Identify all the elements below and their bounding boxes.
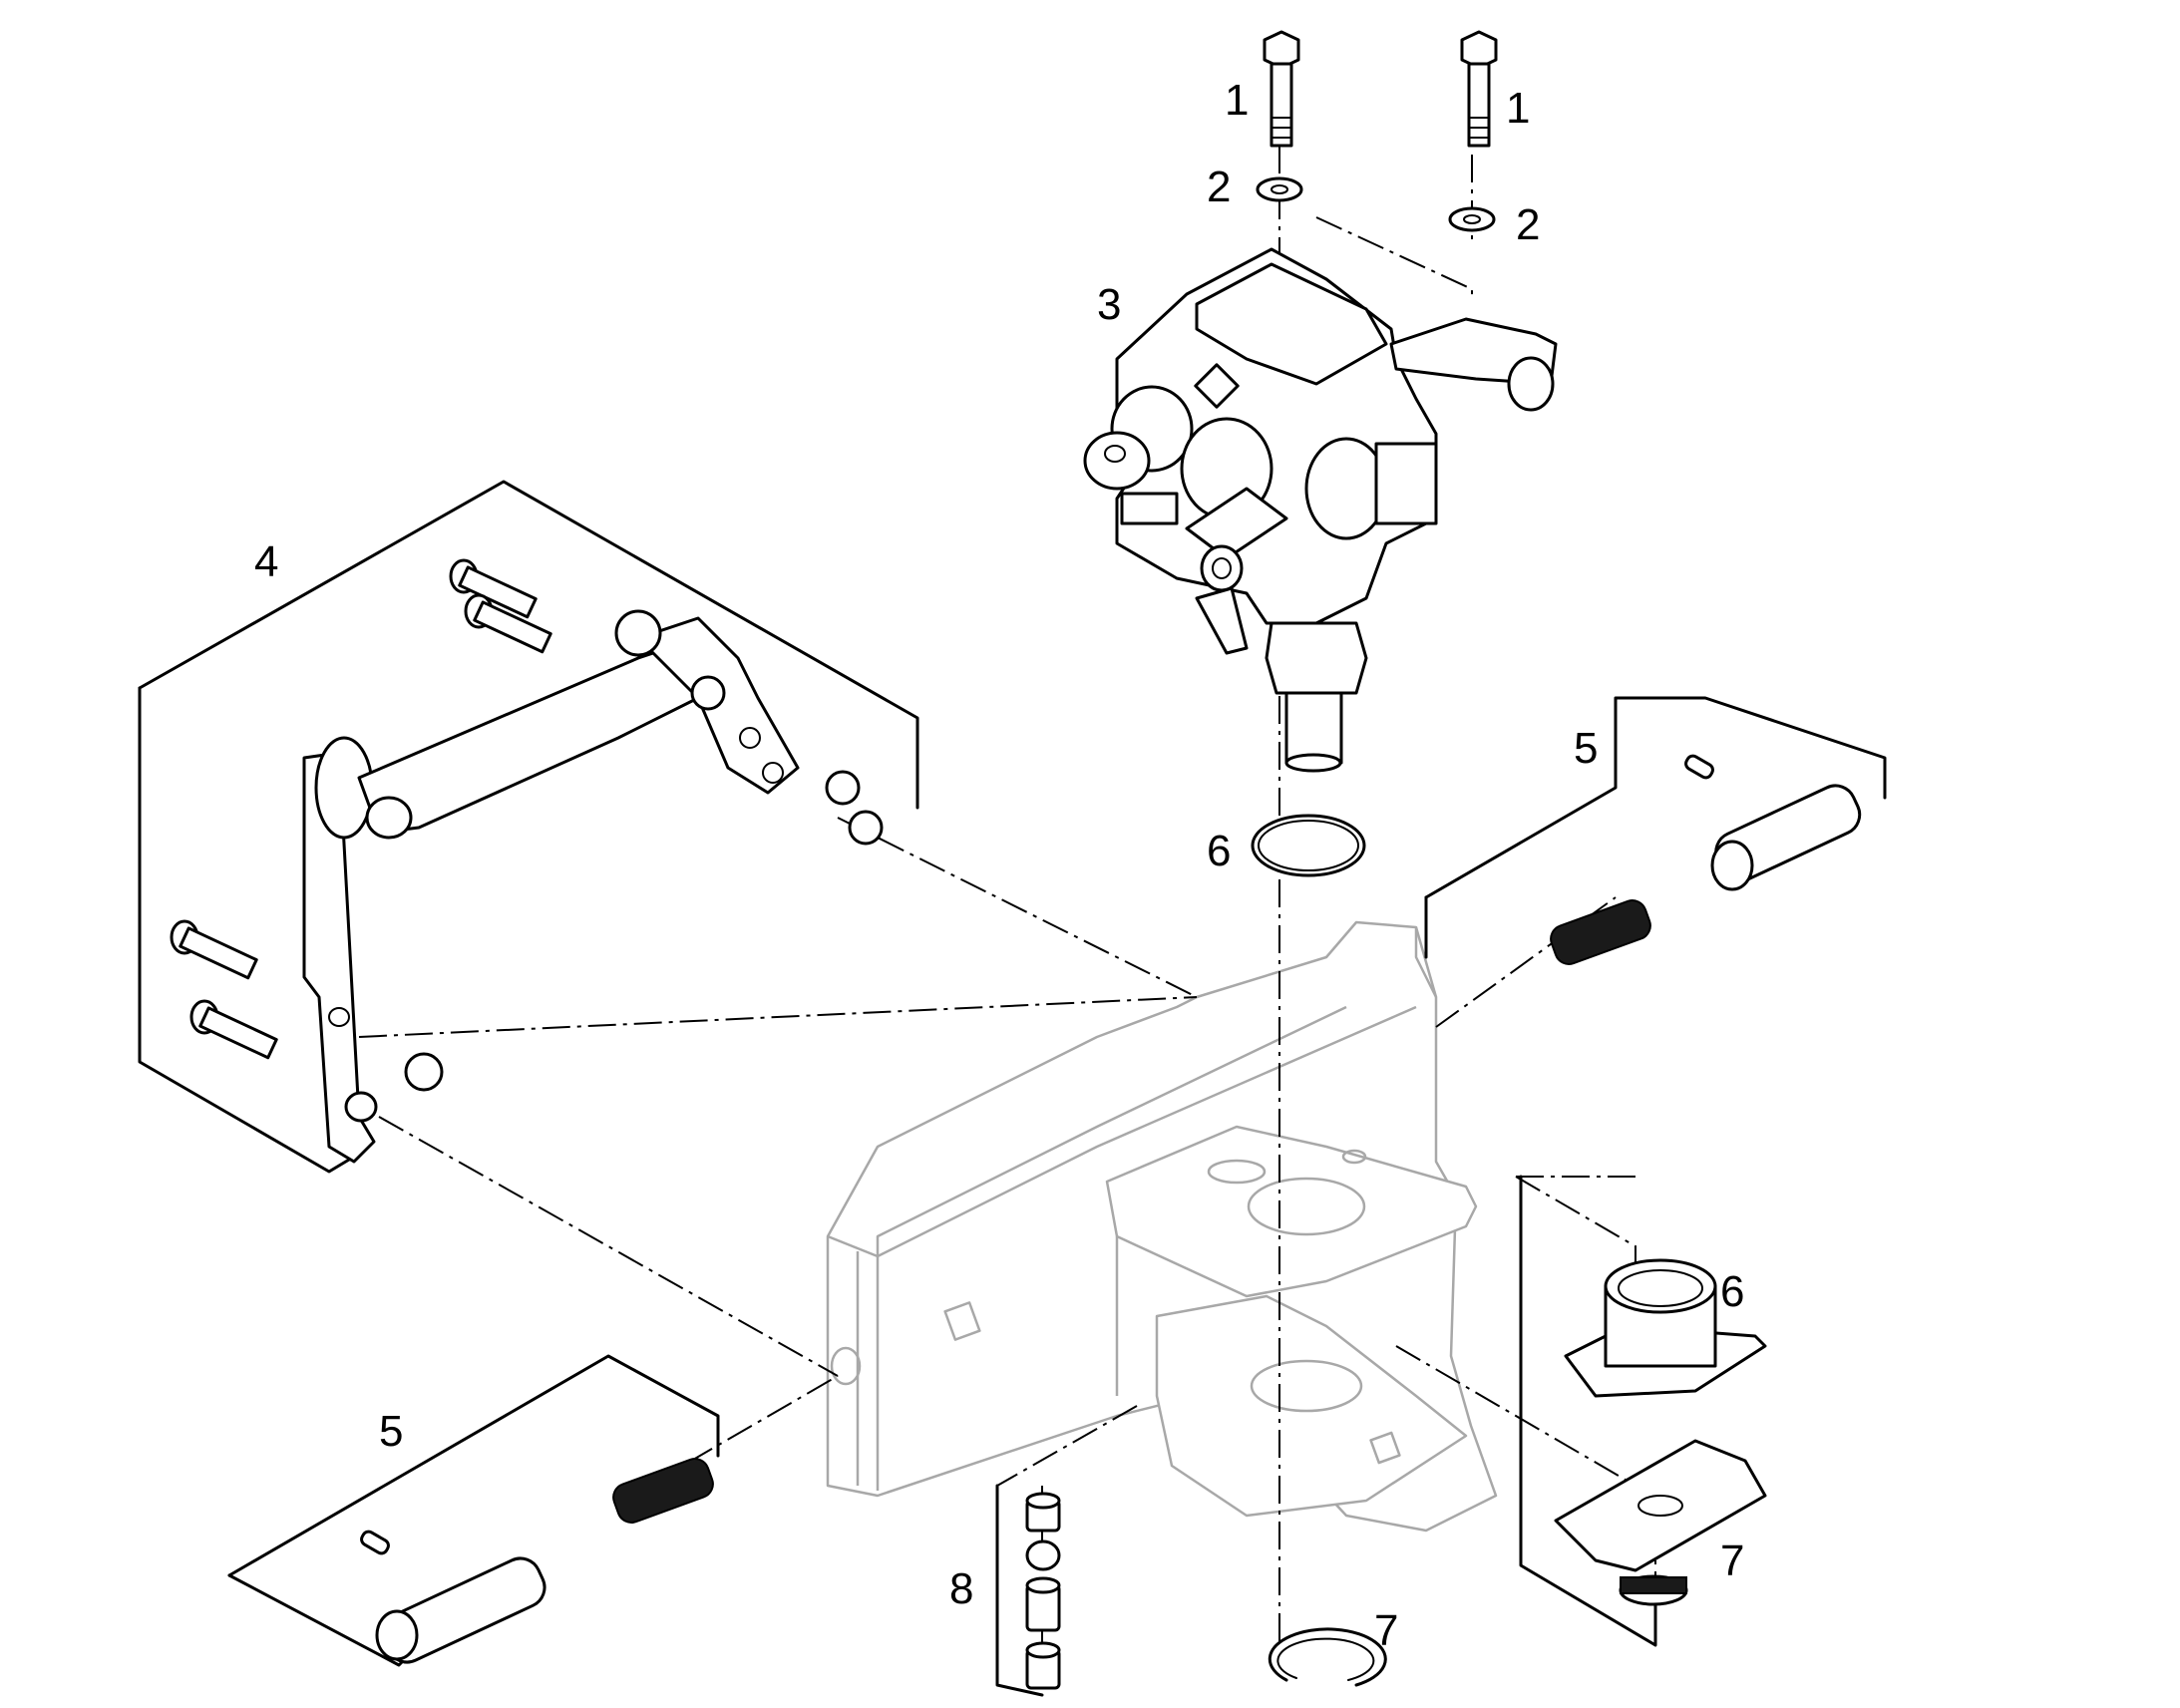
pin-assembly-right <box>1550 754 1862 965</box>
retaining-ring <box>1251 814 1366 877</box>
insert <box>1554 1439 1767 1606</box>
spacer-stack <box>1025 1492 1061 1690</box>
group-brackets <box>138 480 1887 1697</box>
callout-insert-right: 7 <box>1720 1537 1744 1585</box>
main-bracket <box>826 920 1498 1533</box>
callout-washer-right: 2 <box>1516 200 1540 249</box>
callout-labels: 1 1 2 2 3 4 5 5 6 6 7 7 8 <box>254 76 1744 1655</box>
coupling-head <box>1083 247 1558 773</box>
bolt-right <box>1460 30 1498 148</box>
callout-circlip-bottom: 7 <box>1374 1606 1398 1655</box>
lever-spacers <box>404 770 884 1092</box>
pin-assembly-left <box>360 1458 714 1664</box>
lever-pins <box>170 558 552 1060</box>
callout-washer-left: 2 <box>1207 163 1231 211</box>
callout-spacer-stack: 8 <box>949 1564 973 1613</box>
callout-pin-right: 5 <box>1574 724 1598 773</box>
callout-bushing-right: 6 <box>1720 1267 1744 1316</box>
circlip <box>1268 1627 1387 1687</box>
lever-assembly <box>302 609 800 1164</box>
bushing <box>1564 1258 1767 1398</box>
callout-bolt-right: 1 <box>1506 84 1530 133</box>
washer-right <box>1448 206 1496 232</box>
washer-left <box>1256 176 1303 202</box>
callout-bolt-left: 1 <box>1225 76 1249 125</box>
callout-lever-assembly: 4 <box>254 537 278 586</box>
callout-coupling-head: 3 <box>1097 280 1121 329</box>
callout-pin-left: 5 <box>379 1407 403 1456</box>
callout-ring-top: 6 <box>1207 827 1231 875</box>
bolt-left <box>1263 30 1300 148</box>
